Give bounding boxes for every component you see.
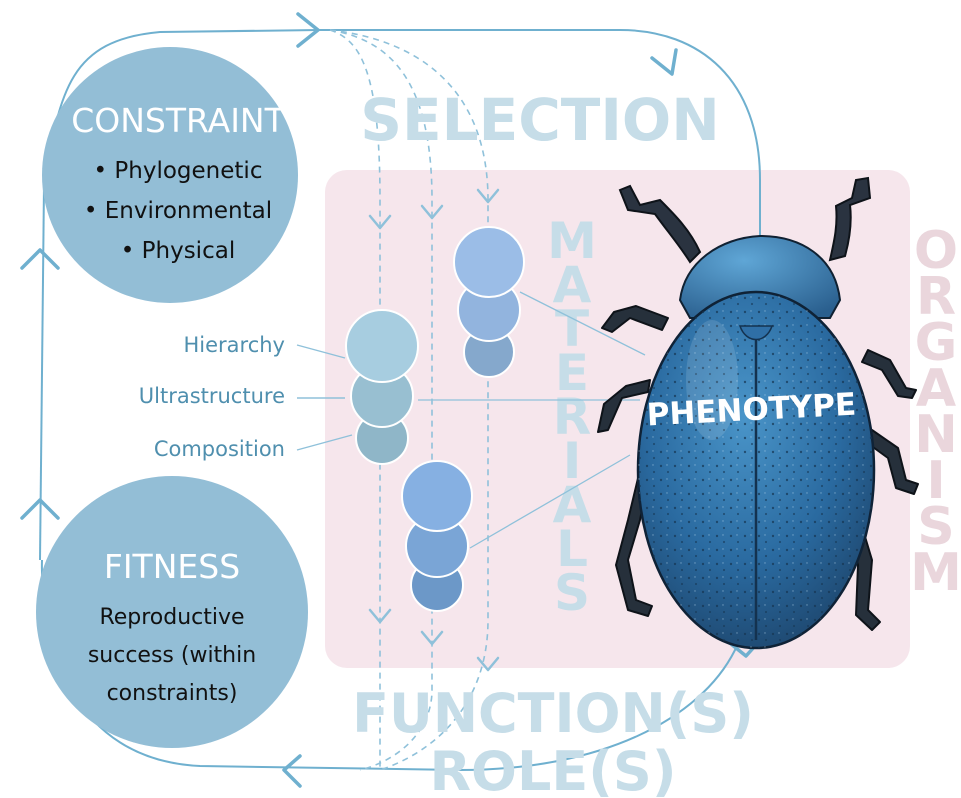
ultrastructure-label: Ultrastructure bbox=[139, 384, 285, 408]
material-stack-bottom bbox=[402, 461, 472, 611]
roles-label: ROLE(S) bbox=[429, 740, 676, 798]
organism-letter-7: M bbox=[910, 543, 961, 603]
left-arrow-icon-bottom bbox=[284, 756, 300, 786]
constraint-item-environmental: • Environmental bbox=[84, 198, 272, 224]
selection-label: SELECTION bbox=[360, 86, 720, 154]
materials-letter-8: S bbox=[554, 564, 590, 622]
hierarchy-label: Hierarchy bbox=[183, 333, 285, 357]
fitness-line-1: Reproductive bbox=[99, 605, 244, 630]
constraint-item-phylogenetic: • Phylogenetic bbox=[94, 158, 263, 184]
material-stack-top bbox=[454, 227, 524, 377]
fitness-line-2: success (within bbox=[88, 643, 256, 668]
constraint-item-physical: • Physical bbox=[121, 238, 235, 264]
down-arrow-icon-selection bbox=[652, 50, 676, 74]
material-stack-left bbox=[346, 310, 418, 464]
up-arrow-icon-top bbox=[22, 250, 58, 268]
constraint-title: CONSTRAINT bbox=[71, 101, 285, 140]
fitness-node: FITNESS Reproductive success (within con… bbox=[36, 476, 308, 748]
composition-label: Composition bbox=[154, 437, 285, 461]
fitness-line-3: constraints) bbox=[107, 681, 238, 706]
constraint-node: CONSTRAINT • Phylogenetic • Environmenta… bbox=[42, 47, 298, 303]
fitness-title: FITNESS bbox=[104, 547, 240, 586]
functions-label: FUNCTION(S) bbox=[352, 682, 754, 745]
